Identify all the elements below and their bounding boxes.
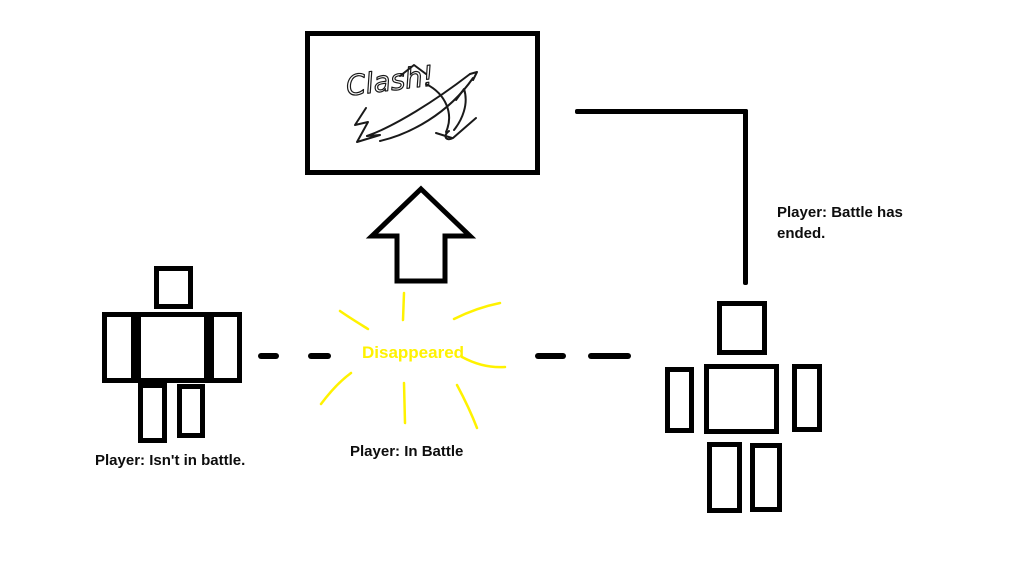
center-player-label: Player: In Battle xyxy=(350,443,464,460)
dash-segment xyxy=(308,353,331,359)
left-player-label: Player: Isn't in battle. xyxy=(95,452,246,469)
right-player-right-leg xyxy=(750,443,782,512)
dash-segment xyxy=(588,353,631,359)
disappear-burst-icon xyxy=(319,291,507,430)
sword-stroke xyxy=(366,73,471,137)
connector-vertical-line xyxy=(743,109,748,285)
crescent-stroke xyxy=(453,88,467,131)
right-player-torso xyxy=(704,364,779,434)
right-player-left-arm xyxy=(665,367,694,433)
right-player-head xyxy=(717,301,767,355)
sword-tip-stroke xyxy=(469,71,478,81)
disappeared-text: Disappeared xyxy=(362,343,465,362)
left-player-left-arm xyxy=(102,312,136,383)
right-player-left-leg xyxy=(707,442,742,513)
fin-stroke xyxy=(399,64,427,77)
left-player-right-arm xyxy=(209,312,242,383)
battle-scene-box: Clash! xyxy=(305,31,540,175)
belly-stroke xyxy=(425,83,451,133)
up-arrow-icon xyxy=(365,185,477,284)
dash-segment xyxy=(258,353,279,359)
tail-fork-stroke xyxy=(354,107,381,143)
dash-segment xyxy=(535,353,566,359)
right-player-right-arm xyxy=(792,364,822,432)
left-player-torso xyxy=(136,312,209,383)
clash-doodle: Clash! xyxy=(344,59,478,143)
left-player-left-leg xyxy=(138,383,167,443)
connector-horizontal-line xyxy=(575,109,748,114)
left-player-head xyxy=(154,266,193,309)
clash-caption: Clash! xyxy=(344,59,435,102)
left-player-right-leg xyxy=(177,384,205,438)
right-player-label: Player: Battle has ended. xyxy=(777,204,903,242)
fin-stroke xyxy=(435,132,453,139)
